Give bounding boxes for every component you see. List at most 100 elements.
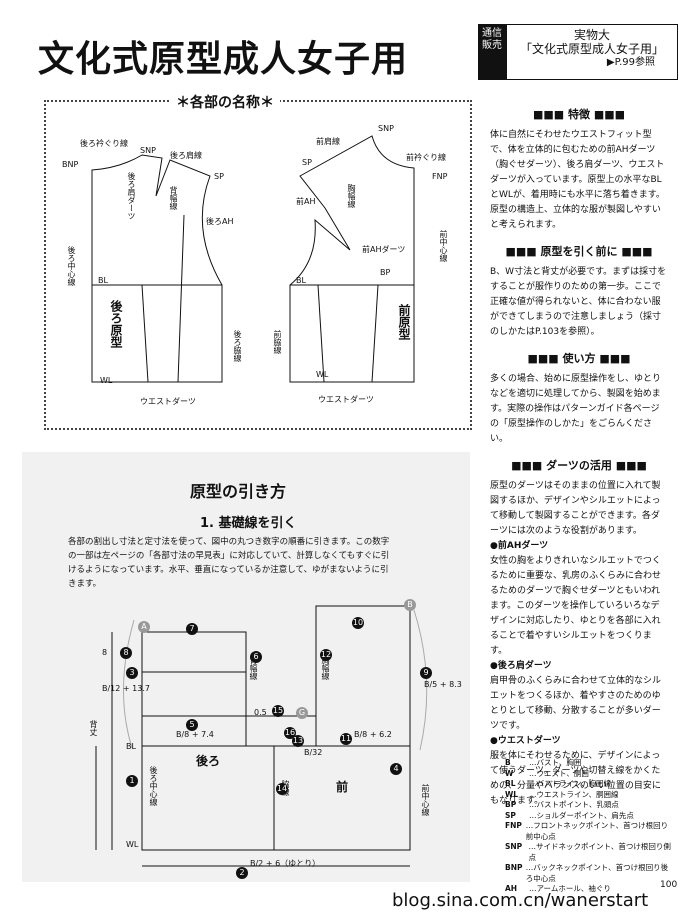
badge-line2: 「文化式原型成人女子用」 — [519, 42, 664, 56]
legend-row: FNP…フロントネックポイント、首つけ根回り前中心点 — [505, 821, 669, 841]
label-back-bnp: BNP — [62, 160, 79, 169]
step-9: 9 — [420, 660, 432, 679]
drafting-front: 前 — [336, 780, 349, 794]
step-4: 4 — [390, 756, 402, 775]
page-number: 100 — [660, 880, 678, 890]
legend-row: BNP…バックネックポイント、首つけ根回り後ろ中心点 — [505, 863, 669, 883]
abbreviation-legend: B…バスト、胸囲 W…ウエスト、胴囲 BL…バストライン、胸囲線 WL…ウエスト… — [505, 758, 675, 895]
footer-url: blog.sina.com.cn/wanerstart — [392, 890, 649, 911]
legend-row: BL…バストライン、胸囲線 — [505, 779, 612, 788]
label-front-side: 前脇線 — [273, 330, 282, 354]
section-text: 多くの場合、始めに原型操作をし、ゆとりなどを適切に処理してから、製図を始めます。… — [490, 374, 662, 444]
section-heading: ■■■ 特徴 ■■■ — [532, 108, 626, 121]
drafting-back-width: 背幅線 — [249, 656, 258, 680]
legend-row: SNP…サイドネックポイント、首つけ根回り側点 — [505, 842, 671, 862]
drafting-bottom: B/2 + 6（ゆとり） — [250, 859, 321, 868]
section-heading: ■■■ ダーツの活用 ■■■ — [511, 459, 647, 472]
drafting-f4: B/5 + 8.3 — [424, 680, 462, 689]
drafting-subheading: 1. 基礎線を引く — [200, 516, 297, 531]
drafting-bl: BL — [126, 742, 136, 751]
label-back-name: 後ろ原型 — [109, 300, 123, 348]
drafting-v8: 8 — [102, 648, 108, 657]
step-15: 15 — [272, 705, 284, 717]
step-16: 16 — [284, 727, 296, 739]
step-13: 13 — [292, 735, 304, 747]
label-back-width: 背幅線 — [169, 186, 178, 210]
step-11: 11 — [340, 733, 352, 745]
mail-order-box: 実物大 「文化式原型成人女子用」 ▶P.99参照 — [506, 24, 678, 80]
step-1: 1 — [126, 768, 138, 787]
page-title: 文化式原型成人女子用 — [38, 39, 409, 80]
label-front-shoulder: 前肩線 — [316, 137, 340, 146]
dart-text: 肩甲骨のふくらみに合わせて立体的なシルエットをつくるほか、着やすさのためのゆとり… — [490, 676, 662, 731]
label-back-neckline: 後ろ衿ぐり線 — [80, 139, 128, 148]
drafting-f2: B/8 + 7.4 — [176, 730, 214, 739]
drafting-back: 後ろ — [196, 754, 221, 768]
step-3: 3 — [126, 660, 138, 679]
badge-ref: ▶P.99参照 — [606, 57, 655, 68]
step-8: 8 — [120, 640, 132, 659]
drafting-chest: 胸幅線 — [321, 656, 330, 680]
section-text: B、W寸法と背丈が必要です。まずは採寸をすることが服作りのための第一歩。ここで正… — [490, 267, 667, 337]
drafting-front-center: 前中心線 — [421, 784, 430, 816]
label-front-sp: SP — [302, 158, 312, 167]
label-front-center: 前中心線 — [439, 230, 448, 262]
label-front-wl: WL — [316, 370, 329, 379]
drafting-back-length: 背丈 — [89, 720, 98, 736]
legend-row: B…バスト、胸囲 — [505, 758, 582, 767]
label-front-chest: 胸幅線 — [347, 184, 356, 208]
parts-names-title: ＊各部の名称＊ — [170, 92, 280, 112]
drafting-paragraph: 各部の割出し寸法と定寸法を使って、図中の丸つき数字の順番に引きます。この数字の一… — [68, 537, 390, 589]
legend-row: SP…ショルダーポイント、肩先点 — [505, 810, 634, 820]
drafting-f5: B/32 — [304, 748, 323, 757]
dart-heading: ●ウエストダーツ — [490, 736, 561, 746]
step-6: 6 — [250, 644, 262, 663]
label-back-bl: BL — [98, 276, 108, 285]
drafting-back-center: 後ろ中心線 — [149, 766, 158, 806]
step-5: 5 — [186, 712, 198, 731]
dart-heading: ●後ろ肩ダーツ — [490, 661, 552, 671]
badge-line1: 実物大 — [573, 28, 610, 42]
legend-row: BP…バストポイント、乳頭点 — [505, 800, 619, 809]
step-14: 14 — [276, 783, 288, 795]
section-text: 体に自然にそわせたウエストフィット型で、体を立体的に包むための前AHダーツ（胸ぐ… — [490, 130, 665, 230]
label-back-side: 後ろ脇線 — [233, 330, 242, 362]
dart-heading: ●前AHダーツ — [490, 541, 549, 551]
label-back-center: 後ろ中心線 — [67, 246, 76, 286]
side-column: ■■■ 特徴 ■■■ 体に自然にそわせたウエストフィット型で、体を立体的に包むた… — [490, 96, 668, 809]
drafting-f6: 0.5 — [254, 708, 267, 717]
label-back-sp: SP — [214, 172, 224, 181]
label-front-ahdart: 前AHダーツ — [362, 245, 406, 254]
step-10: 10 — [352, 617, 364, 629]
drafting-wl: WL — [126, 840, 139, 849]
step-g: G — [296, 700, 308, 719]
legend-row: AH…アームホール、袖ぐり — [505, 884, 611, 893]
label-back-wl: WL — [100, 376, 113, 385]
section-heading: ■■■ 原型を引く前に ■■■ — [505, 245, 653, 258]
mail-order-tag: 通信販売 — [478, 24, 506, 80]
step-12: 12 — [320, 649, 332, 661]
label-front-bl: BL — [296, 276, 306, 285]
step-7: 7 — [186, 616, 198, 635]
step-2: 2 — [236, 860, 248, 879]
drafting-heading: 原型の引き方 — [190, 482, 287, 501]
label-front-ah: 前AH — [296, 197, 316, 206]
drafting-f3: B/8 + 6.2 — [354, 730, 392, 739]
label-back-shoulder: 後ろ肩線 — [170, 151, 202, 160]
dart-text: 服を体にそわせるために、デザインによって使うダーツ。ダーツや切替え線をかくための… — [490, 751, 661, 806]
label-back-waist: ウエストダーツ — [140, 397, 196, 406]
section-text: 原型のダーツはそのままの位置に入れて製図するほか、デザインやシルエットによって移… — [490, 481, 661, 536]
legend-row: WL…ウエストライン、胴囲線 — [505, 789, 619, 799]
step-b: B — [404, 592, 416, 611]
drafting-f1: B/12 + 13.7 — [102, 684, 150, 693]
label-front-waist: ウエストダーツ — [318, 395, 374, 404]
section-heading: ■■■ 使い方 ■■■ — [527, 352, 631, 365]
step-a: A — [138, 614, 150, 633]
label-front-fnp: FNP — [432, 172, 448, 181]
dart-text: 女性の胸をよりきれいなシルエットでつくるために重要な、乳房のふくらみに合わせるた… — [490, 556, 662, 656]
label-front-neck: 前衿ぐり線 — [406, 153, 446, 162]
label-back-snp: SNP — [140, 146, 156, 155]
label-front-snp: SNP — [378, 124, 394, 133]
label-front-bp: BP — [380, 268, 391, 277]
